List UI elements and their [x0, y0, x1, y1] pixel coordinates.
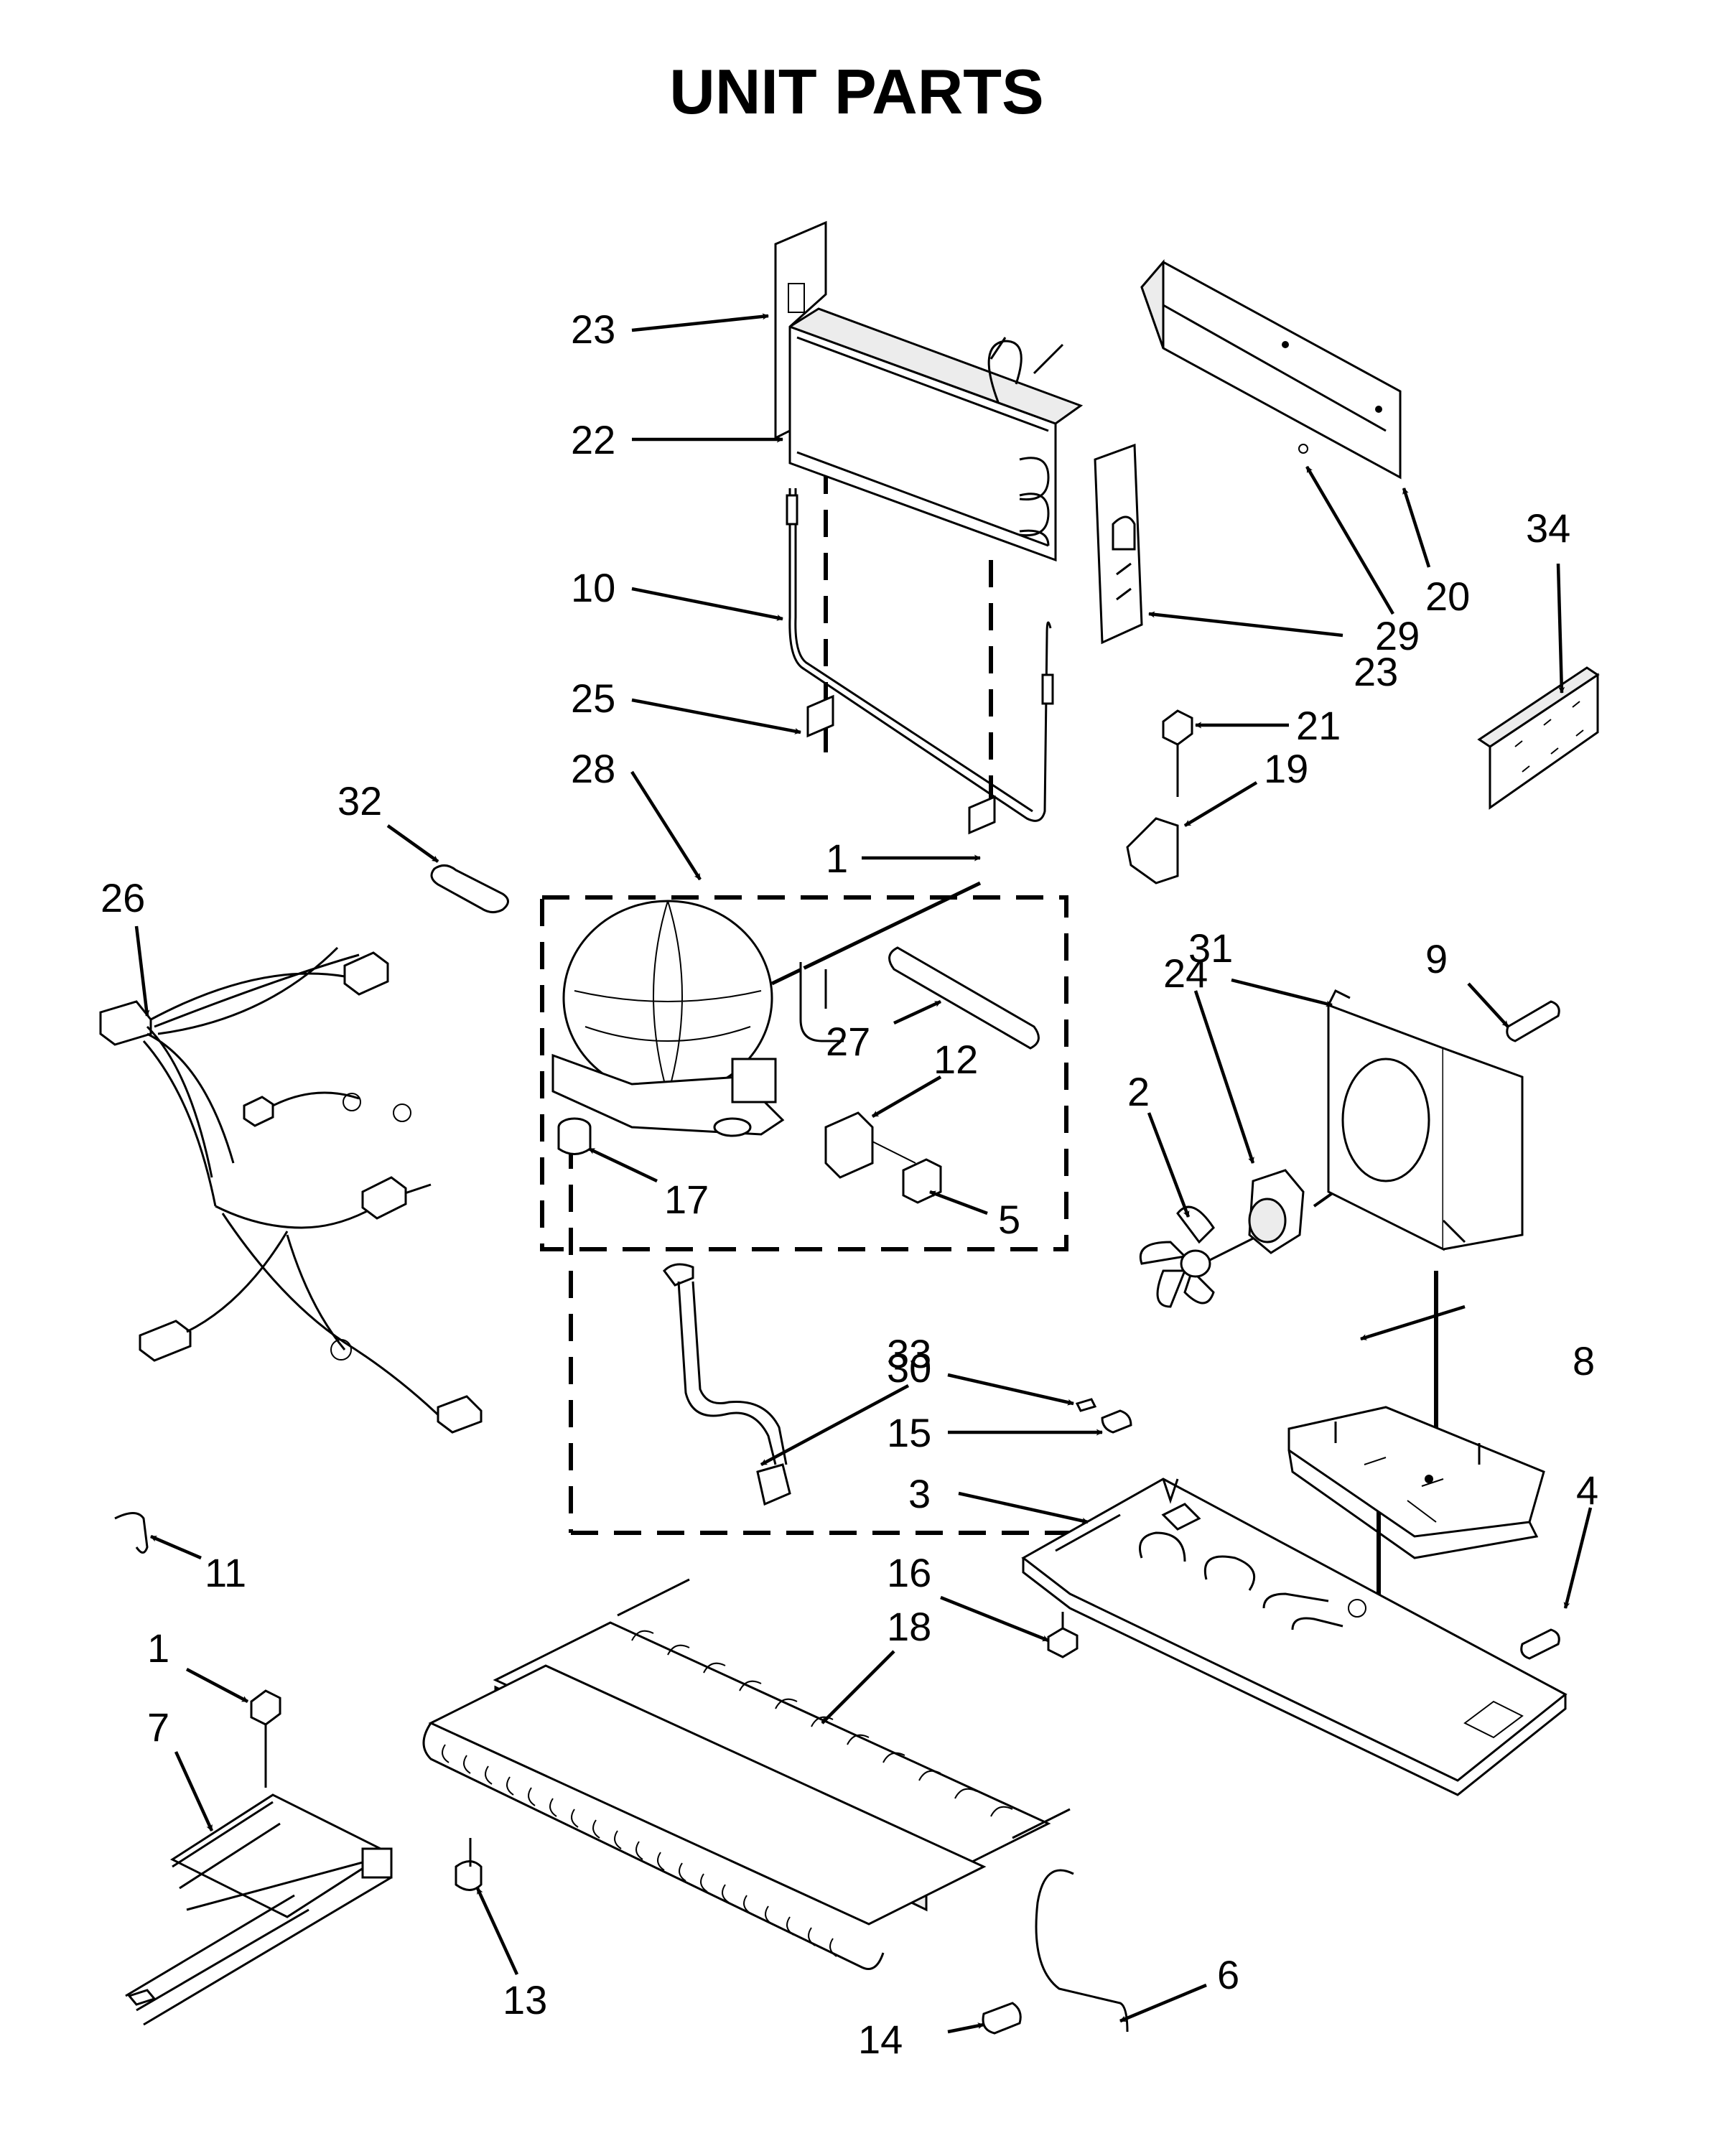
strap-part	[430, 864, 509, 913]
ferrule-part	[982, 2002, 1022, 2035]
compressor-part	[551, 900, 844, 1137]
callout-27: 27	[826, 1019, 870, 1064]
screw-and-harness-part	[125, 1689, 393, 2026]
fan-bracket-part	[1287, 1406, 1545, 1559]
fan-motor-part	[1248, 1169, 1305, 1254]
fan-blade-part	[1140, 1205, 1254, 1308]
callout-28: 28	[571, 746, 615, 791]
fan-shroud-part	[1327, 989, 1524, 1251]
drain-tube-part	[663, 1263, 791, 1506]
callout-31: 31	[1188, 925, 1233, 971]
callout-33: 33	[887, 1331, 931, 1376]
base-plate-part	[1021, 1478, 1568, 1796]
callout-21: 21	[1296, 703, 1341, 748]
rear-cover-part	[1140, 258, 1402, 480]
evaporator-part	[774, 220, 1084, 562]
wire-harness-part	[99, 946, 483, 1434]
callout-8: 8	[1573, 1338, 1595, 1383]
callout-9: 9	[1425, 936, 1448, 981]
screw-4-part	[1520, 1628, 1560, 1660]
callout-16: 16	[887, 1550, 931, 1595]
callout-6: 6	[1217, 1952, 1239, 1997]
callout-3: 3	[908, 1471, 931, 1516]
callout-23-bottom: 23	[1354, 649, 1398, 694]
callout-22: 22	[571, 417, 615, 462]
callout-7: 7	[147, 1704, 169, 1750]
callout-24: 24	[1163, 951, 1208, 996]
callout-20: 20	[1425, 574, 1470, 619]
callout-34: 34	[1526, 505, 1570, 551]
callout-18: 18	[887, 1604, 931, 1649]
defrost-heater-part	[786, 488, 1054, 835]
callout-29: 29	[1375, 613, 1420, 658]
callout-labels: 23 22 10 25 28 1 32 26 27 12 5 17 33 30 …	[101, 307, 1598, 2062]
grommet-part	[557, 1117, 592, 1155]
coil-clip-part	[455, 1838, 483, 1891]
relay-part	[824, 1111, 916, 1179]
callout-12: 12	[933, 1037, 978, 1082]
callout-23-top: 23	[571, 307, 615, 352]
callout-15: 15	[887, 1410, 931, 1455]
callout-14: 14	[858, 2017, 903, 2062]
tube-part	[1035, 1869, 1129, 2033]
callout-25: 25	[571, 676, 615, 721]
callout-13: 13	[503, 1977, 547, 2022]
drier-part	[888, 946, 1040, 1050]
callout-19: 19	[1264, 746, 1308, 791]
callout-1-bottom: 1	[147, 1625, 169, 1671]
condenser-coil-part	[422, 1578, 1071, 1970]
callout-10: 10	[571, 565, 615, 610]
overload-part	[902, 1158, 942, 1204]
fitting-part	[1075, 1398, 1132, 1434]
insulation-block-part	[1477, 666, 1600, 810]
clip-part	[114, 1512, 149, 1554]
clip-screw-part	[1126, 709, 1193, 885]
callout-26: 26	[101, 875, 145, 920]
callout-32: 32	[337, 778, 382, 823]
callout-5: 5	[998, 1197, 1020, 1242]
callout-11: 11	[205, 1550, 246, 1595]
screw-9-part	[1506, 1000, 1560, 1042]
callout-4: 4	[1576, 1467, 1598, 1513]
screw-16-part	[1047, 1612, 1079, 1658]
callout-2: 2	[1127, 1069, 1150, 1114]
callout-30: 30	[887, 1345, 931, 1391]
callout-1-top: 1	[826, 836, 848, 881]
page-title: UNIT PARTS	[669, 56, 1043, 127]
callout-17: 17	[664, 1177, 709, 1222]
callout-arrows	[134, 313, 1593, 2034]
evaporator-bracket-part	[1094, 443, 1143, 645]
